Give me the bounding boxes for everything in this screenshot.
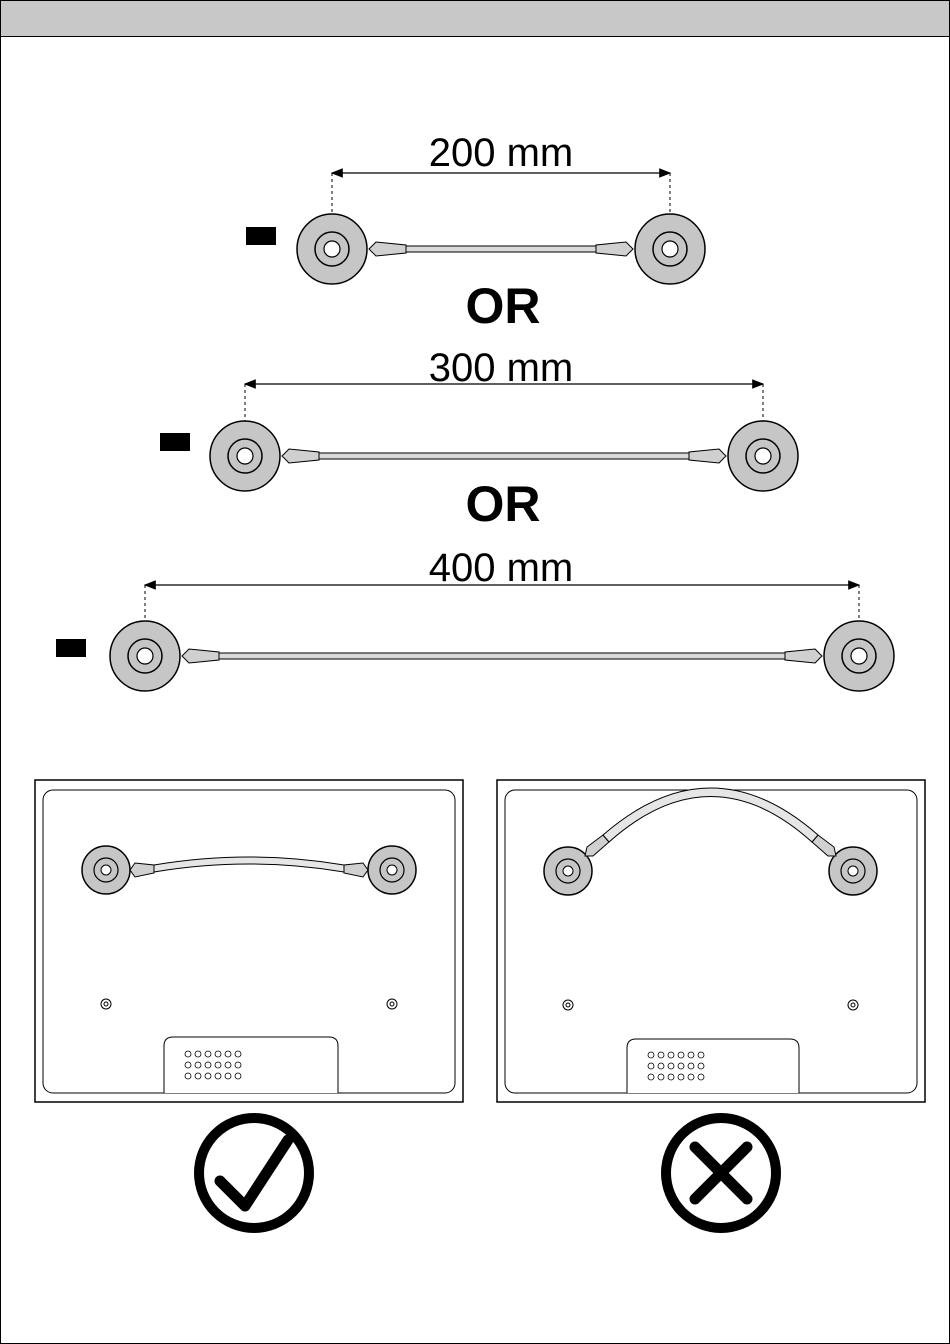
label-block — [56, 639, 86, 657]
foot — [824, 621, 894, 691]
foot — [210, 421, 280, 491]
foot — [635, 214, 705, 284]
x-circle-icon — [666, 1118, 776, 1228]
foot — [544, 847, 592, 895]
or-separator: OR — [466, 476, 541, 532]
foot — [82, 846, 130, 894]
checkmark-circle-icon — [199, 1118, 309, 1228]
label-block — [160, 433, 190, 451]
foot — [368, 846, 416, 894]
length-label: 400 mm — [429, 546, 574, 590]
cable-option-200: 200 mm OR — [246, 131, 705, 334]
or-separator: OR — [466, 278, 541, 334]
cable — [369, 242, 633, 256]
length-label: 200 mm — [429, 131, 574, 175]
cable — [182, 649, 822, 663]
cable-option-400: 400 mm — [56, 546, 894, 691]
foot — [829, 847, 877, 895]
cable-option-300: 300 mm OR — [160, 346, 798, 532]
label-block — [246, 227, 276, 245]
cable — [282, 449, 726, 463]
foot — [297, 214, 367, 284]
foot — [728, 421, 798, 491]
foot — [110, 621, 180, 691]
incorrect-installation-panel — [497, 780, 925, 1102]
correct-installation-panel — [35, 780, 463, 1102]
